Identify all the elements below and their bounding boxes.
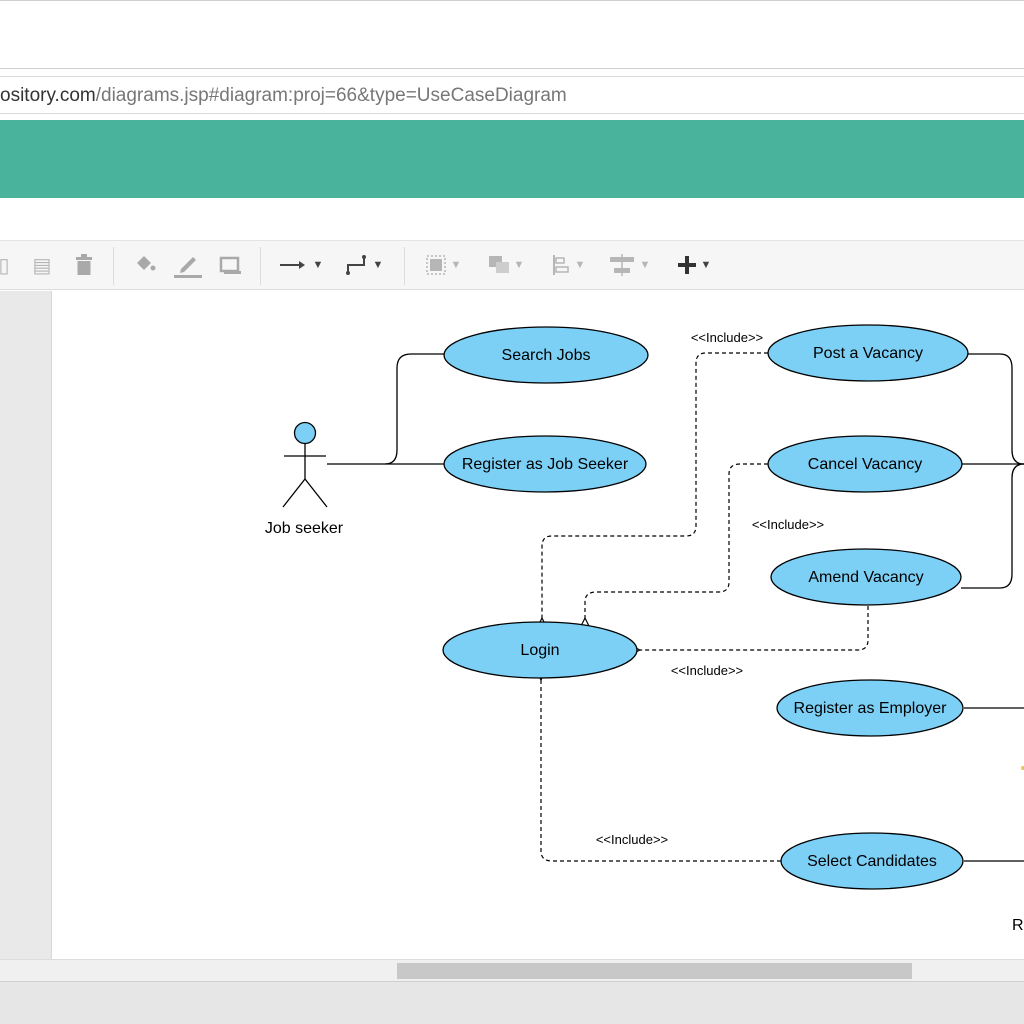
clipboard-icon[interactable]: ▤ bbox=[32, 254, 52, 277]
chevron-down-icon[interactable]: ▼ bbox=[450, 259, 462, 271]
waypoint-icon[interactable]: ▼ bbox=[338, 241, 390, 289]
shape-sidebar bbox=[0, 291, 52, 959]
align-icon[interactable]: ▼ bbox=[542, 241, 594, 289]
association-line[interactable] bbox=[327, 353, 444, 465]
diagram-toolbar: ▯ ▤ ▼ ▼ ▼ ▼ ▼ ▼ ▼ bbox=[0, 240, 1024, 290]
use-case-select-candidates[interactable]: Select Candidates bbox=[780, 832, 964, 890]
distribute-svg bbox=[609, 254, 634, 276]
trash-icon-svg bbox=[76, 254, 92, 275]
fill-color-icon[interactable] bbox=[130, 241, 160, 289]
association-line[interactable] bbox=[961, 463, 1024, 589]
connector-arrow-icon[interactable]: ▼ bbox=[276, 241, 326, 289]
actor-head bbox=[293, 421, 317, 445]
actor-leg bbox=[304, 478, 328, 508]
use-case-label: Post a Vacancy bbox=[813, 345, 923, 362]
use-case-diagram: <<Include>> <<Include>> <<Include>> <<In… bbox=[265, 324, 1024, 934]
arrange-svg bbox=[488, 256, 509, 273]
url-host: ository.com bbox=[0, 85, 96, 106]
chevron-down-icon[interactable]: ▼ bbox=[700, 259, 712, 271]
toolbar-separator bbox=[260, 247, 261, 285]
include-label: <<Include>> bbox=[752, 517, 824, 532]
use-case-label: Amend Vacancy bbox=[808, 569, 923, 586]
include-label: <<Include>> bbox=[691, 330, 763, 345]
chevron-down-icon[interactable]: ▼ bbox=[513, 259, 525, 271]
line-color-icon-svg bbox=[174, 257, 202, 278]
align-svg bbox=[552, 255, 569, 275]
distribute-icon[interactable]: ▼ bbox=[602, 241, 656, 289]
add-icon[interactable]: ▼ bbox=[668, 241, 720, 289]
chevron-down-icon[interactable]: ▼ bbox=[312, 259, 324, 271]
scrollbar-thumb[interactable] bbox=[397, 963, 912, 979]
status-bar bbox=[0, 981, 1024, 1024]
include-dependency[interactable] bbox=[585, 463, 768, 618]
tab-divider bbox=[0, 68, 1024, 69]
url-text[interactable]: ository.com/diagrams.jsp#diagram:proj=66… bbox=[0, 85, 567, 107]
actor-job-seeker[interactable]: Job seeker bbox=[265, 421, 344, 538]
shadow-icon-svg bbox=[219, 256, 241, 274]
include-dependency[interactable] bbox=[541, 680, 781, 862]
use-case-post-vacancy[interactable]: Post a Vacancy bbox=[767, 324, 969, 382]
chevron-down-icon[interactable]: ▼ bbox=[639, 259, 651, 271]
group-svg bbox=[425, 255, 446, 275]
use-case-label: Cancel Vacancy bbox=[808, 456, 922, 473]
use-case-label: Search Jobs bbox=[502, 347, 591, 364]
group-icon[interactable]: ▼ bbox=[418, 241, 468, 289]
waypoint-svg bbox=[345, 255, 366, 275]
toolbar-separator bbox=[404, 247, 405, 285]
use-case-label: Register as Employer bbox=[794, 700, 948, 717]
diagram-canvas[interactable]: <<Include>> <<Include>> <<Include>> <<In… bbox=[53, 291, 1024, 959]
arrange-icon[interactable]: ▼ bbox=[480, 241, 532, 289]
actor-leg bbox=[282, 478, 306, 508]
use-case-label: Select Candidates bbox=[807, 853, 937, 870]
clipped-handle-icon bbox=[1021, 766, 1024, 770]
use-case-register-job-seeker[interactable]: Register as Job Seeker bbox=[443, 435, 647, 493]
fill-color-icon-svg bbox=[137, 256, 156, 271]
app-header bbox=[0, 120, 1024, 198]
use-case-amend-vacancy[interactable]: Amend Vacancy bbox=[770, 548, 962, 606]
add-svg bbox=[677, 256, 696, 274]
chevron-down-icon[interactable]: ▼ bbox=[574, 259, 586, 271]
actor-label: Job seeker bbox=[265, 520, 344, 537]
chevron-down-icon[interactable]: ▼ bbox=[372, 259, 384, 271]
connector-arrow-svg bbox=[279, 261, 305, 269]
use-case-label: Register as Job Seeker bbox=[462, 456, 629, 473]
use-case-login[interactable]: Login bbox=[442, 621, 638, 679]
use-case-label: Login bbox=[520, 642, 559, 659]
url-path: /diagrams.jsp#diagram:proj=66&type=UseCa… bbox=[95, 85, 567, 106]
trash-icon[interactable] bbox=[70, 241, 98, 289]
line-color-icon[interactable] bbox=[172, 241, 204, 289]
include-dependency[interactable] bbox=[542, 352, 768, 618]
address-bar[interactable]: ository.com/diagrams.jsp#diagram:proj=66… bbox=[0, 76, 1024, 114]
paste-icon[interactable]: ▯ bbox=[0, 254, 10, 277]
browser-title-bar bbox=[0, 0, 1024, 70]
horizontal-scrollbar[interactable] bbox=[0, 959, 1024, 981]
use-case-search-jobs[interactable]: Search Jobs bbox=[443, 326, 649, 384]
toolbar-separator bbox=[113, 247, 114, 285]
clipped-actor-label: R bbox=[1012, 917, 1024, 934]
shadow-icon[interactable] bbox=[216, 241, 246, 289]
association-line[interactable] bbox=[968, 353, 1024, 465]
include-label: <<Include>> bbox=[671, 663, 743, 678]
use-case-cancel-vacancy[interactable]: Cancel Vacancy bbox=[767, 435, 963, 493]
include-dependency[interactable] bbox=[640, 606, 869, 650]
use-case-register-employer[interactable]: Register as Employer bbox=[776, 679, 964, 737]
include-label: <<Include>> bbox=[596, 832, 668, 847]
